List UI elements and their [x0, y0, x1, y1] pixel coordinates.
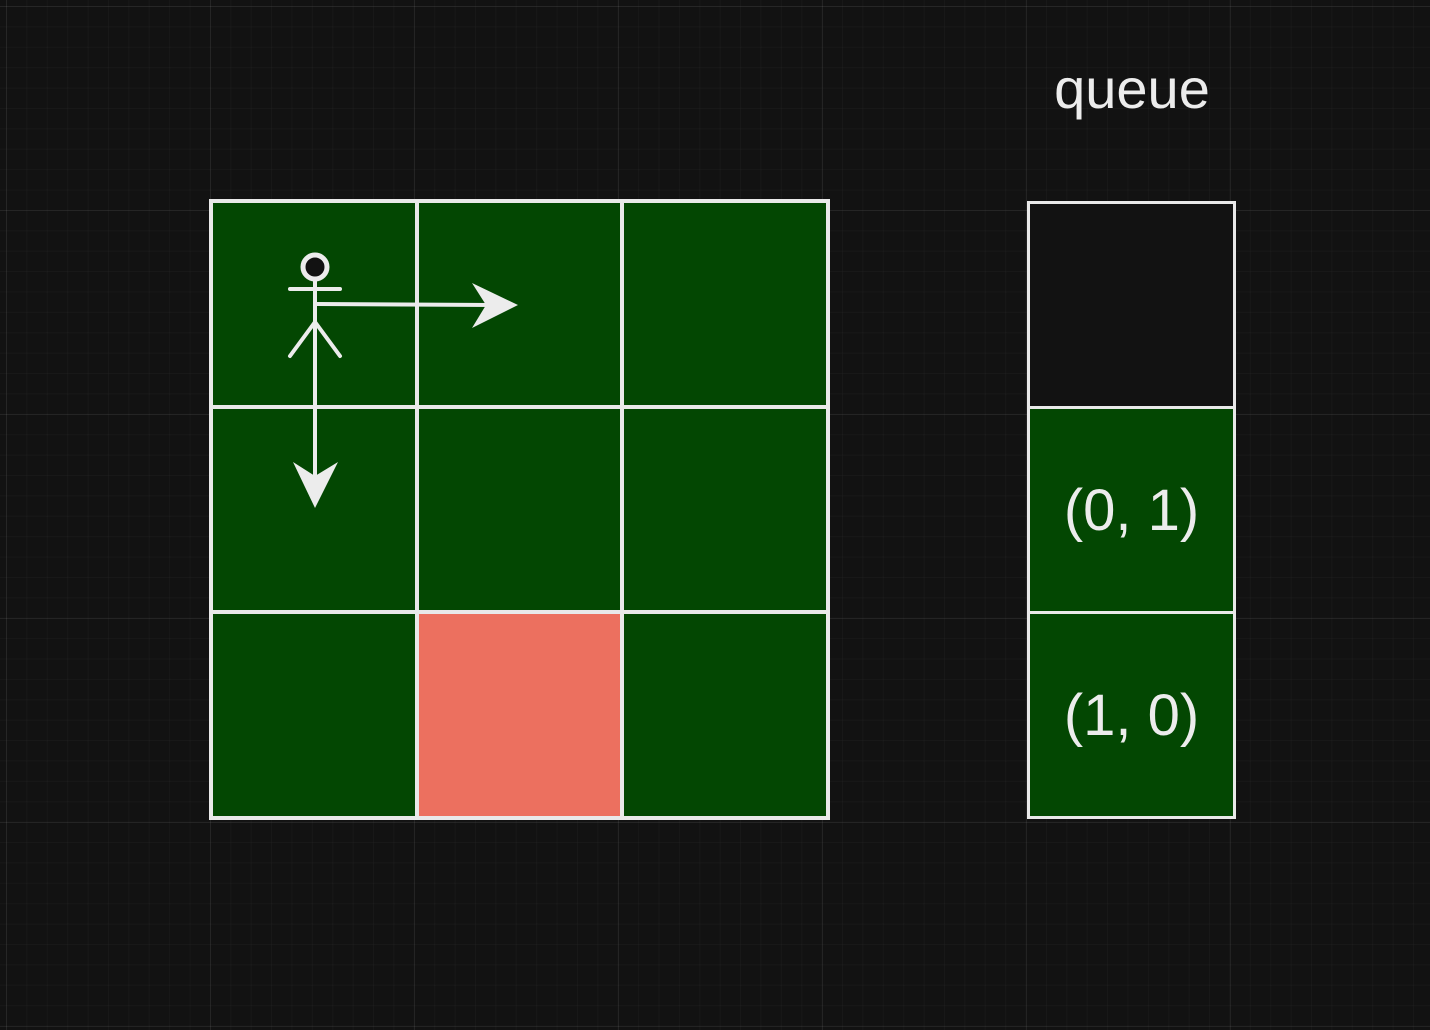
grid-cell-2-0 — [213, 614, 415, 816]
grid-cell-1-0 — [213, 408, 415, 611]
grid-cell-0-2 — [624, 203, 826, 405]
grid-cell-1-2 — [624, 408, 826, 611]
grid-cell-1-1 — [418, 408, 621, 611]
grid-cell-2-2 — [624, 614, 826, 816]
grid-cell-0-0 — [213, 203, 415, 405]
queue-title: queue — [1054, 57, 1210, 120]
queue-container: (0, 1) (1, 0) — [1027, 201, 1236, 819]
queue-slot-empty — [1030, 204, 1233, 406]
queue-slot-0-1: (0, 1) — [1030, 409, 1233, 611]
grid-cell-0-1 — [418, 203, 621, 405]
maze-grid — [209, 199, 830, 820]
queue-slot-1-0: (1, 0) — [1030, 614, 1233, 816]
grid-cell-2-1-blocked — [418, 614, 621, 816]
